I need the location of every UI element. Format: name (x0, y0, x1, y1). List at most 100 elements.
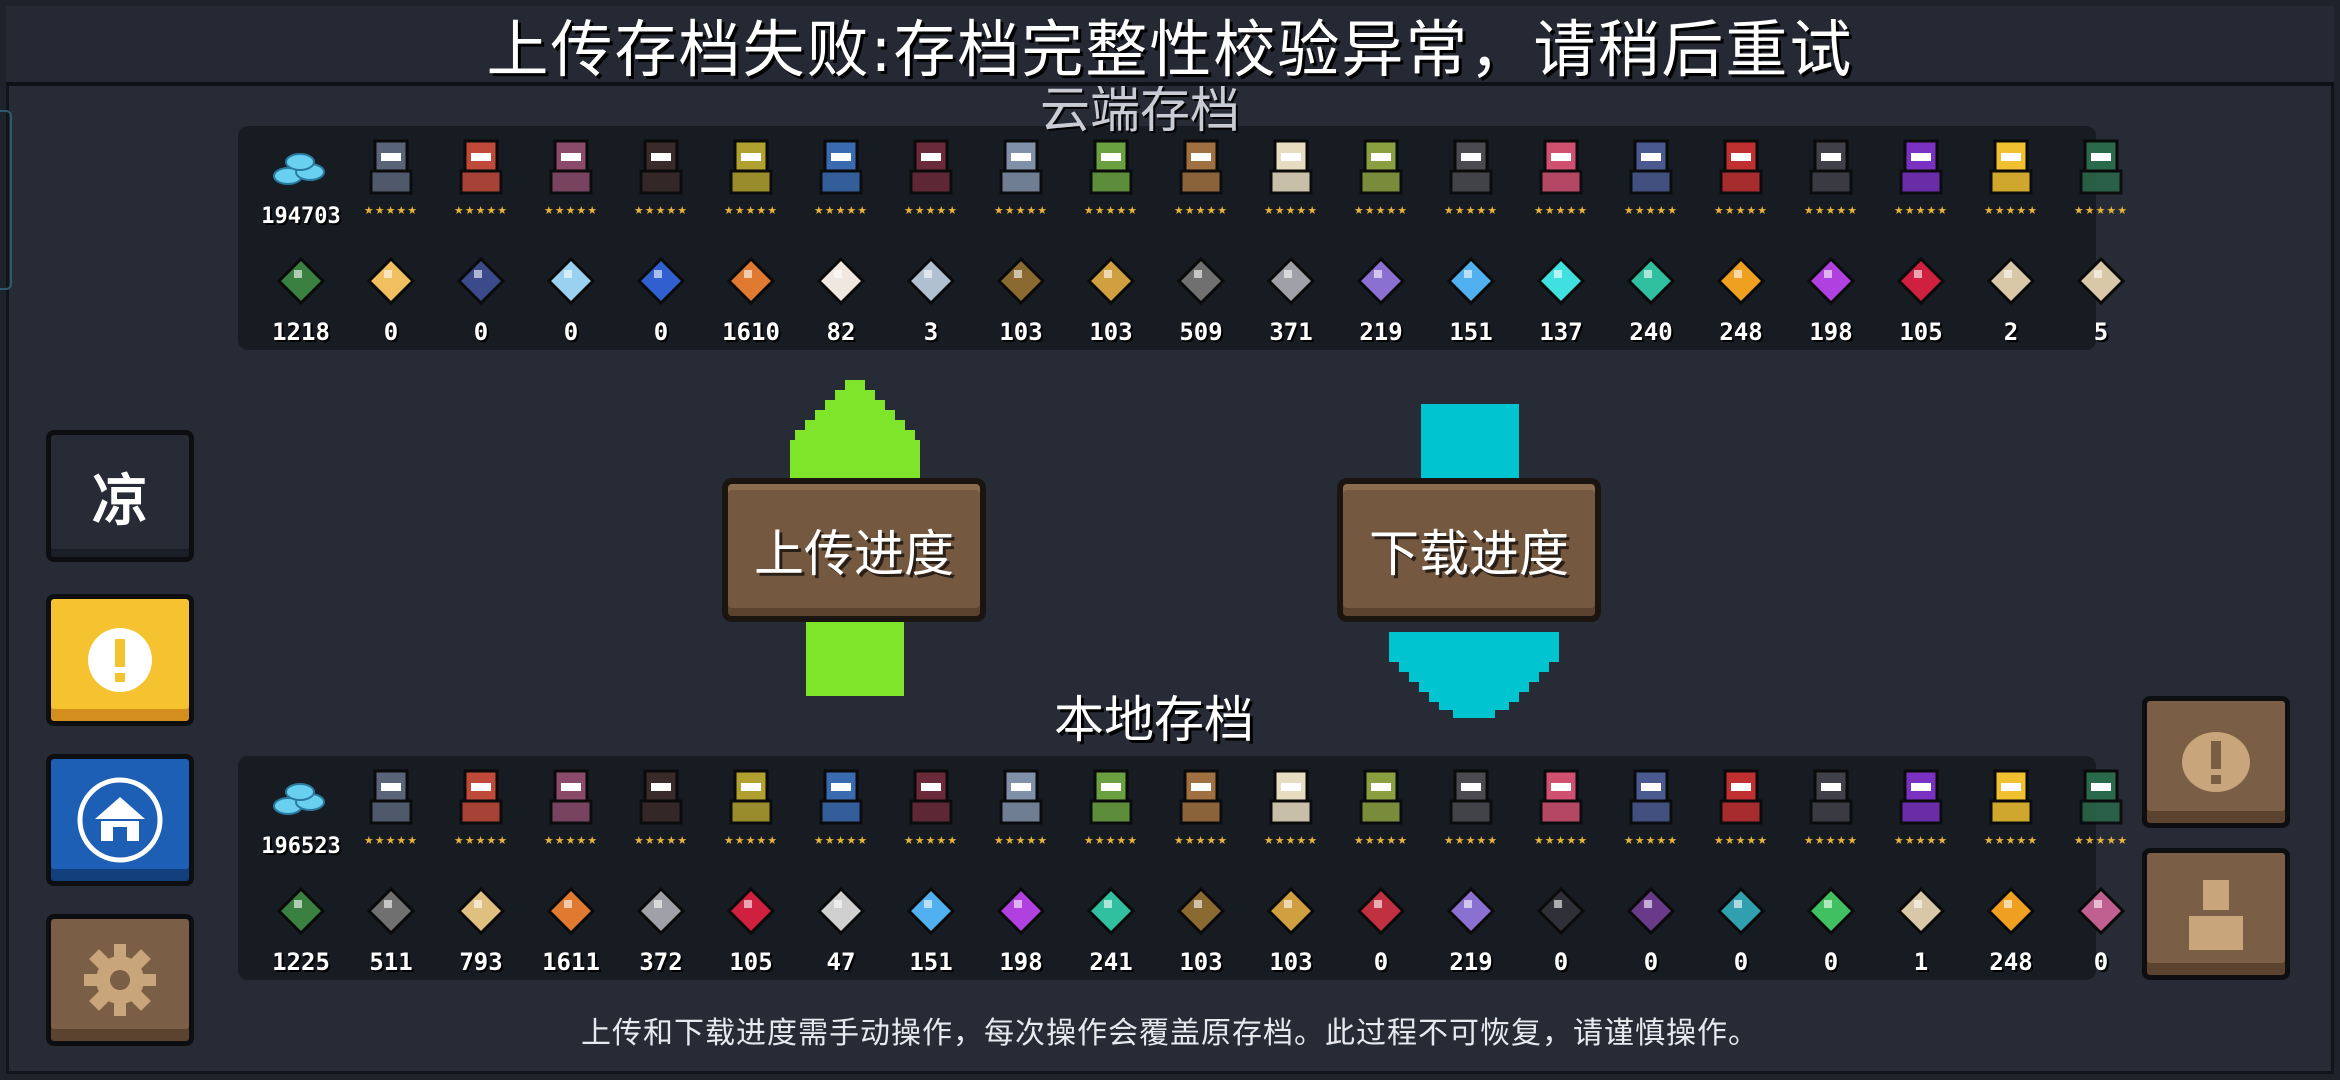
star-shard-cyan-icon (1526, 246, 1596, 316)
upload-progress-button[interactable]: 上传进度 (722, 478, 986, 622)
taoist-icon (1526, 132, 1596, 202)
parchment-icon (2066, 246, 2136, 316)
cloud-coin-cell: 194703 (256, 132, 346, 229)
pink-box-icon (2066, 876, 2136, 946)
star-rating: ★★★★★ (993, 834, 1049, 847)
star-rating: ★★★★★ (1443, 834, 1499, 847)
cloud-item-cell: 371 (1246, 246, 1336, 346)
local-item-cell: 1 (1876, 876, 1966, 976)
local-item-cell: 241 (1066, 876, 1156, 976)
werewolf-icon (1166, 762, 1236, 832)
shell-icon (1256, 876, 1326, 946)
cloud-character-cell: ★★★★★ (1606, 132, 1696, 229)
elf-icon (1076, 762, 1146, 832)
local-item-cell: 248 (1966, 876, 2056, 976)
red-chip-icon (1346, 876, 1416, 946)
user-icon (2189, 880, 2243, 950)
download-arrow-icon (1389, 404, 1559, 718)
taoist-icon (1526, 762, 1596, 832)
werewolf-icon (1166, 132, 1236, 202)
cloud-item-cell: 1610 (706, 246, 796, 346)
download-progress-label: 下载进度 (1369, 525, 1569, 583)
local-character-cell: ★★★★★ (1696, 762, 1786, 859)
local-save-panel: 196523★★★★★★★★★★★★★★★★★★★★★★★★★★★★★★★★★★… (238, 756, 2127, 980)
item-count: 105 (1899, 318, 1943, 346)
cloud-item-cell: 82 (796, 246, 886, 346)
item-count: 105 (729, 948, 773, 976)
profile-button[interactable] (2142, 848, 2290, 980)
item-count: 5 (2093, 318, 2109, 346)
priest-icon (1256, 762, 1326, 832)
item-count: 511 (369, 948, 413, 976)
cloud-save-panel: 194703 ★★★★★ ★★★★★ ★★★★★ ★★★★★ ★★★★★ ★★★★★ ★★★★… (238, 126, 2127, 350)
local-save-title: 本地存档 (1054, 691, 1254, 749)
report-button[interactable] (2142, 696, 2290, 828)
notice-button[interactable] (46, 594, 194, 726)
star-shard-purple-icon (1346, 246, 1416, 316)
exclamation-icon (88, 628, 152, 692)
local-item-cell: 0 (1786, 876, 1876, 976)
local-character-cell: ★★★★★ (706, 762, 796, 859)
robot-icon (716, 762, 786, 832)
item-count: 2 (2003, 318, 2019, 346)
gear-icon (84, 944, 156, 1016)
cloud-item-cell: 509 (1156, 246, 1246, 346)
star-shard-teal-icon (1616, 246, 1686, 316)
star-rating: ★★★★★ (363, 204, 419, 217)
star-shard-blue-icon (896, 876, 966, 946)
cloud-item-cell: 103 (976, 246, 1066, 346)
local-item-cell: 103 (1246, 876, 1336, 976)
star-rating: ★★★★★ (2073, 834, 2129, 847)
star-rating: ★★★★★ (1713, 204, 1769, 217)
cloud-character-cell: ★★★★★ (886, 132, 976, 229)
download-progress-button[interactable]: 下载进度 (1337, 478, 1601, 622)
officer-icon (1706, 762, 1776, 832)
cloud-item-cell: 0 (436, 246, 526, 346)
item-count: 103 (1089, 318, 1133, 346)
cloud-character-cell: ★★★★★ (2056, 132, 2146, 229)
cloud-character-row: 194703 ★★★★★ ★★★★★ ★★★★★ ★★★★★ ★★★★★ ★★★★★ ★★★★… (256, 132, 2146, 229)
priest-icon (1256, 132, 1326, 202)
knight-icon (356, 132, 426, 202)
error-banner: 上传存档失败:存档完整性校验异常，请稍后重试 (6, 6, 2334, 86)
star-shard-red-icon (1886, 246, 1956, 316)
star-rating: ★★★★★ (723, 834, 779, 847)
community-button[interactable] (46, 754, 194, 886)
local-item-cell: 1225 (256, 876, 346, 976)
item-count: 371 (1269, 318, 1313, 346)
star-rating: ★★★★★ (1263, 204, 1319, 217)
star-rating: ★★★★★ (633, 204, 689, 217)
star-rating: ★★★★★ (903, 834, 959, 847)
star-shard-orange-icon (1976, 876, 2046, 946)
local-character-cell: ★★★★★ (1786, 762, 1876, 859)
paladin-icon (986, 762, 1056, 832)
local-item-cell: 0 (1606, 876, 1696, 976)
cool-button[interactable]: 凉 (46, 430, 194, 562)
battery-icon (266, 246, 336, 316)
local-item-cell: 0 (1696, 876, 1786, 976)
item-count: 372 (639, 948, 683, 976)
star-rating: ★★★★★ (633, 834, 689, 847)
star-rating: ★★★★★ (1803, 834, 1859, 847)
star-rating: ★★★★★ (723, 204, 779, 217)
item-count: 248 (1989, 948, 2033, 976)
local-character-cell: ★★★★★ (886, 762, 976, 859)
star-rating: ★★★★★ (1983, 834, 2039, 847)
settings-button[interactable] (46, 914, 194, 1046)
monk-icon (1796, 762, 1866, 832)
necromancer-icon (1616, 762, 1686, 832)
cloud-item-cell: 248 (1696, 246, 1786, 346)
iron-ore-icon (626, 876, 696, 946)
paladin-icon (986, 132, 1056, 202)
cloud-item-cell: 0 (526, 246, 616, 346)
druid-icon (1346, 762, 1416, 832)
item-count: 1218 (272, 318, 330, 346)
local-item-cell: 0 (1336, 876, 1426, 976)
item-count: 137 (1539, 318, 1583, 346)
cloud-item-cell: 198 (1786, 246, 1876, 346)
horn-icon (986, 246, 1056, 316)
local-character-cell: ★★★★★ (1336, 762, 1426, 859)
upload-progress-label: 上传进度 (754, 525, 954, 583)
cloud-item-cell: 0 (346, 246, 436, 346)
item-count: 248 (1719, 318, 1763, 346)
